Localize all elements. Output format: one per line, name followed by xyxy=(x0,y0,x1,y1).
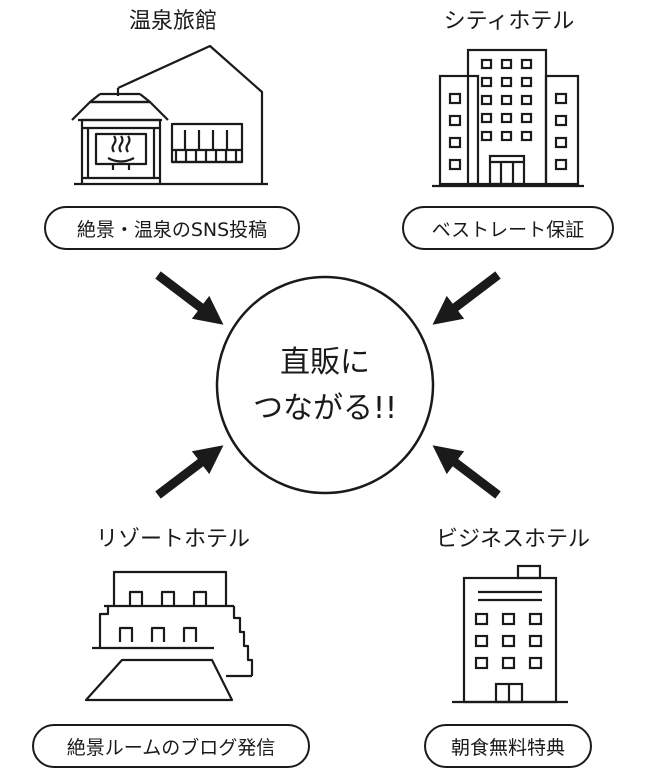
title-ryokan: 温泉旅館 xyxy=(128,9,217,34)
title-city-hotel: シティホテル xyxy=(443,9,575,34)
arrow-top-left xyxy=(155,271,224,325)
arrow-top-right xyxy=(432,271,501,325)
arrow-bottom-right xyxy=(432,445,501,499)
center-message: 直販に つながる!! xyxy=(216,340,434,432)
title-business-hotel: ビジネスホテル xyxy=(435,527,590,552)
city-hotel-icon xyxy=(432,48,584,188)
business-hotel-icon xyxy=(452,564,568,704)
center-circle xyxy=(215,275,435,495)
ryokan-icon xyxy=(71,44,268,186)
title-resort-hotel: リゾートホテル xyxy=(95,527,250,552)
center-line-1: 直販に xyxy=(280,345,370,380)
tag-business-hotel: 朝食無料特典 xyxy=(424,724,592,768)
resort-hotel-icon xyxy=(84,570,254,702)
tag-resort-hotel: 絶景ルームのブログ発信 xyxy=(32,724,310,768)
tag-city-hotel: ベストレート保証 xyxy=(402,206,614,250)
arrow-bottom-left xyxy=(155,445,224,499)
center-line-2: つながる!! xyxy=(252,391,398,426)
tag-ryokan: 絶景・温泉のSNS投稿 xyxy=(44,206,300,250)
